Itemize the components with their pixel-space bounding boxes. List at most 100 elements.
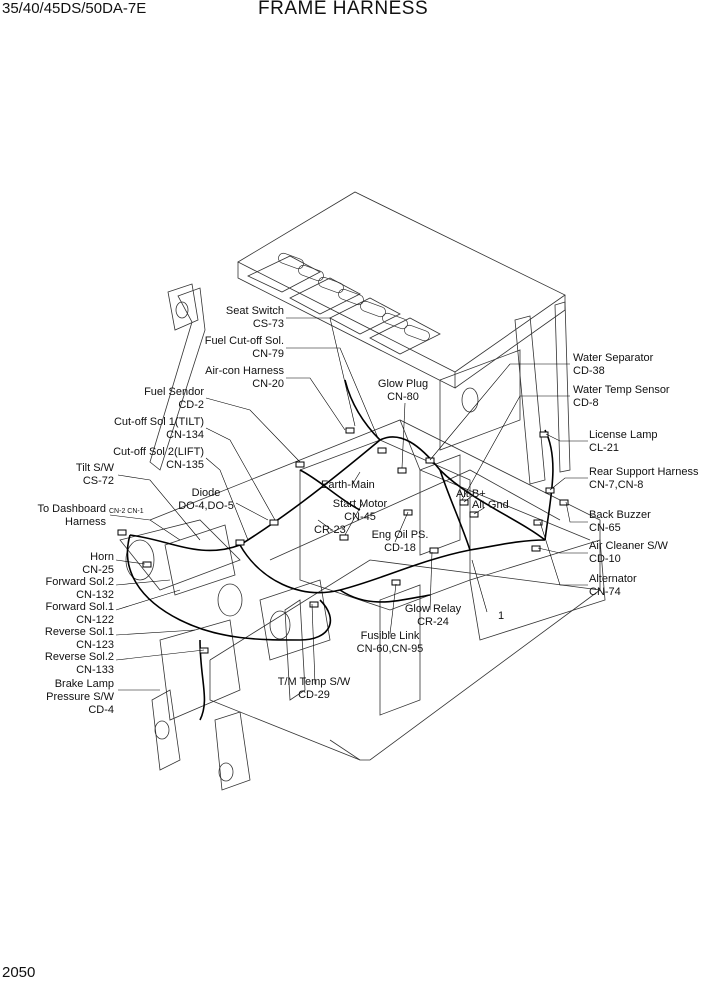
label-horn: Horn CN-25: [82, 551, 114, 577]
label-fusible-link-code: CN-60,CN-95: [356, 643, 424, 655]
page-number: 2050: [2, 964, 36, 981]
label-glow-plug-name: Glow Plug: [377, 378, 429, 390]
label-earth-main: Earth-Main: [321, 479, 375, 491]
label-forward-sol2: Forward Sol.2 CN-132: [46, 576, 114, 602]
label-diode: Diode DO-4,DO-5: [176, 487, 236, 513]
label-air-cleaner-sw: Air Cleaner S/W CD-10: [589, 540, 668, 566]
label-horn-code: CN-25: [82, 564, 114, 576]
label-cutoff-tilt-code: CN-134: [166, 429, 204, 441]
label-fuel-sendor: Fuel Sendor CD-2: [144, 386, 204, 412]
label-aircon-name: Air-con Harness: [205, 365, 284, 377]
label-air-cleaner-code: CD-10: [589, 553, 621, 565]
label-brake-lamp-line1: Brake Lamp: [54, 678, 114, 690]
label-fuel-cutoff: Fuel Cut-off Sol. CN-79: [205, 335, 284, 361]
label-tm-temp-name: T/M Temp S/W: [277, 676, 351, 688]
label-glow-plug-code: CN-80: [387, 391, 419, 403]
label-alt-gnd: Alt Gnd: [472, 499, 509, 511]
label-cn2: CN-2: [109, 508, 126, 515]
label-tilt-sw-code: CS-72: [82, 475, 114, 487]
label-brake-lamp-line2: Pressure S/W: [46, 691, 114, 703]
label-tm-temp: T/M Temp S/W CD-29: [272, 676, 356, 702]
label-cutoff-lift-code: CN-135: [166, 459, 204, 471]
label-reverse-sol1: Reverse Sol.1 CN-123: [45, 626, 114, 652]
label-back-buzzer-code: CN-65: [589, 522, 621, 534]
label-cn-small: CN-2 CN-1: [109, 505, 144, 518]
label-glow-relay-name: Glow Relay: [404, 603, 462, 615]
label-forward-sol2-code: CN-132: [76, 589, 114, 601]
label-alternator-code: CN-74: [589, 586, 621, 598]
label-water-separator-name: Water Separator: [573, 352, 654, 364]
label-water-temp-sensor: Water Temp Sensor CD-8: [573, 384, 670, 410]
label-fuel-sendor-code: CD-2: [178, 399, 204, 411]
label-back-buzzer-name: Back Buzzer: [589, 509, 651, 521]
label-tm-temp-code: CD-29: [298, 689, 330, 701]
label-brake-lamp: Brake Lamp Pressure S/W CD-4: [46, 678, 114, 717]
label-start-motor-name: Start Motor: [332, 498, 388, 510]
label-aircon-code: CN-20: [252, 378, 284, 390]
label-eng-oil-name: Eng Oil PS.: [371, 529, 429, 541]
label-start-motor-code: CN-45: [344, 511, 376, 523]
callout-number-1: 1: [498, 610, 505, 622]
label-reverse-sol2-code: CN-133: [76, 664, 114, 676]
label-brake-lamp-code: CD-4: [88, 704, 114, 716]
label-fusible-link: Fusible Link CN-60,CN-95: [350, 630, 430, 656]
label-cutoff-lift-name: Cut-off Sol 2(LIFT): [113, 446, 204, 458]
label-cr23: CR-23: [314, 524, 346, 536]
label-glow-plug: Glow Plug CN-80: [370, 378, 436, 404]
label-cn1: CN-1: [127, 508, 144, 515]
label-to-dashboard-line2: Harness: [65, 516, 106, 528]
label-cutoff-tilt-name: Cut-off Sol 1(TILT): [113, 416, 204, 428]
label-fuel-sendor-name: Fuel Sendor: [144, 386, 204, 398]
page-title: FRAME HARNESS: [258, 0, 429, 19]
label-horn-name: Horn: [90, 551, 114, 563]
label-glow-relay: Glow Relay CR-24: [402, 603, 464, 629]
label-license-lamp-code: CL-21: [589, 442, 619, 454]
label-water-temp-name: Water Temp Sensor: [573, 384, 670, 396]
label-fuel-cutoff-code: CN-79: [252, 348, 284, 360]
label-alternator: Alternator CN-74: [589, 573, 637, 599]
label-cutoff-lift: Cut-off Sol 2(LIFT) CN-135: [113, 446, 204, 472]
label-fusible-link-name: Fusible Link: [360, 630, 420, 642]
wire-harness-routing: [126, 379, 554, 721]
label-license-lamp-name: License Lamp: [589, 429, 658, 441]
label-reverse-sol1-code: CN-123: [76, 639, 114, 651]
label-reverse-sol2-name: Reverse Sol.2: [44, 651, 114, 663]
label-tilt-sw: Tilt S/W CS-72: [76, 462, 114, 488]
leader-lines: [109, 317, 588, 691]
label-rear-support-name: Rear Support Harness: [589, 466, 699, 478]
label-eng-oil: Eng Oil PS. CD-18: [366, 529, 434, 555]
label-to-dashboard-line1: To Dashboard: [37, 503, 107, 515]
label-reverse-sol1-name: Reverse Sol.1: [44, 626, 114, 638]
label-air-cleaner-name: Air Cleaner S/W: [589, 540, 668, 552]
label-alt-b-plus: Alt B+: [456, 488, 486, 500]
label-license-lamp: License Lamp CL-21: [589, 429, 658, 455]
label-seat-switch: Seat Switch CS-73: [226, 305, 284, 331]
label-aircon-harness: Air-con Harness CN-20: [205, 365, 284, 391]
label-to-dashboard: To Dashboard Harness: [38, 503, 107, 529]
label-rear-support-code: CN-7,CN-8: [589, 479, 644, 491]
label-glow-relay-code: CR-24: [417, 616, 449, 628]
label-water-separator-code: CD-38: [573, 365, 605, 377]
model-number: 35/40/45DS/50DA-7E: [2, 0, 147, 17]
label-forward-sol2-name: Forward Sol.2: [45, 576, 114, 588]
label-diode-name: Diode: [191, 487, 221, 499]
label-alternator-name: Alternator: [589, 573, 637, 585]
label-back-buzzer: Back Buzzer CN-65: [589, 509, 651, 535]
label-seat-switch-code: CS-73: [252, 318, 284, 330]
machine-frame-linework: [119, 191, 606, 791]
label-forward-sol1: Forward Sol.1 CN-122: [46, 601, 114, 627]
label-tilt-sw-name: Tilt S/W: [75, 462, 114, 474]
label-forward-sol1-code: CN-122: [76, 614, 114, 626]
label-diode-code: DO-4,DO-5: [178, 500, 234, 512]
label-rear-support-harness: Rear Support Harness CN-7,CN-8: [589, 466, 698, 492]
label-reverse-sol2: Reverse Sol.2 CN-133: [45, 651, 114, 677]
label-forward-sol1-name: Forward Sol.1: [45, 601, 114, 613]
label-seat-switch-name: Seat Switch: [225, 305, 284, 317]
label-eng-oil-code: CD-18: [384, 542, 416, 554]
label-water-temp-code: CD-8: [573, 397, 599, 409]
label-fuel-cutoff-name: Fuel Cut-off Sol.: [204, 335, 284, 347]
label-cutoff-tilt: Cut-off Sol 1(TILT) CN-134: [114, 416, 204, 442]
label-start-motor: Start Motor CN-45: [326, 498, 394, 524]
